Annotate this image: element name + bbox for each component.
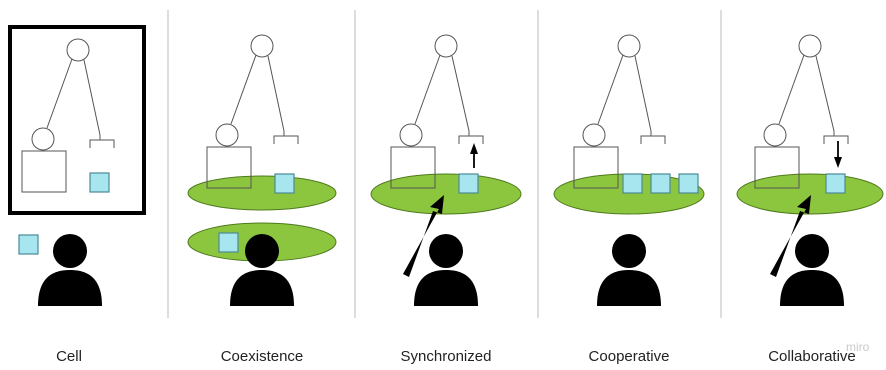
panel-cell — [8, 25, 146, 306]
panel-synchronized — [370, 34, 522, 306]
human-action-arrow — [403, 195, 444, 277]
human-action-arrow — [770, 195, 811, 277]
robot-action-arrow — [834, 141, 842, 168]
workpiece-cube — [678, 173, 699, 194]
panel-label-cooperative: Cooperative — [588, 348, 670, 365]
workpiece-cube — [825, 173, 846, 194]
human-operator-icon — [597, 234, 661, 306]
human-operator-icon — [230, 234, 294, 306]
robot-action-arrow — [470, 143, 478, 168]
safety-cell-frame — [8, 25, 146, 215]
workpiece-cube — [18, 234, 39, 255]
workpiece-cube — [274, 173, 295, 194]
robot-arm — [206, 34, 299, 189]
shared-workspace — [736, 173, 884, 215]
panel-label-collaborative: Collaborative — [768, 348, 856, 365]
panel-label-synchronized: Synchronized — [400, 348, 492, 365]
panel-collaborative — [736, 34, 884, 306]
human-operator-icon — [38, 234, 102, 306]
workpiece-cube — [458, 173, 479, 194]
workpiece-cube — [650, 173, 671, 194]
panel-cooperative — [553, 34, 705, 306]
shared-workspace — [370, 173, 522, 215]
miro-watermark: miro — [846, 340, 870, 354]
panel-label-cell: Cell — [56, 348, 82, 365]
panel-label-coexistence: Coexistence — [220, 348, 304, 365]
workpiece-cube — [89, 172, 110, 193]
human-operator-icon — [780, 234, 844, 306]
robot-arm — [754, 34, 849, 189]
robot-arm — [573, 34, 666, 189]
human-operator-icon — [414, 234, 478, 306]
robot-workspace — [187, 175, 337, 211]
workpiece-cube — [218, 232, 239, 253]
workpiece-cube — [622, 173, 643, 194]
panel-coexistence — [187, 34, 337, 306]
robot-arm — [21, 38, 115, 193]
robot-arm — [390, 34, 484, 189]
